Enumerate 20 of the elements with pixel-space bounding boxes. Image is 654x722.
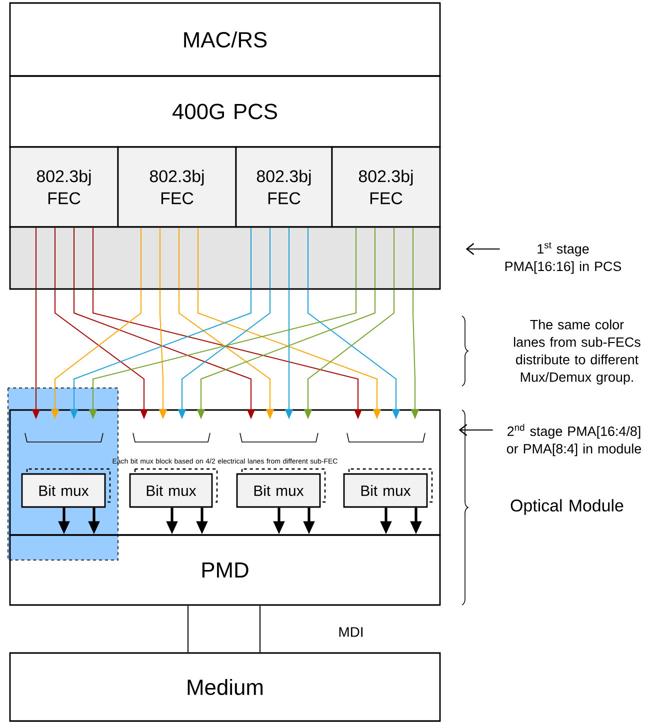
module-label: Optical Module xyxy=(510,499,624,515)
layer-box: PMD xyxy=(9,534,441,606)
interface-label: MDI xyxy=(339,627,362,637)
bit-mux-box: Bit mux xyxy=(236,473,321,508)
note-text: The same color lanes from sub-FECs distribute to different Mux/Demux group. xyxy=(514,320,640,384)
module-box xyxy=(9,409,441,536)
layer-box: Medium xyxy=(9,652,441,722)
fec-box: 802.3bj FEC xyxy=(9,146,119,228)
layer-box: MAC/RS xyxy=(9,2,441,77)
fec-box: 802.3bj FEC xyxy=(331,146,441,228)
fec-box: 802.3bj FEC xyxy=(235,146,333,228)
fec-box: 802.3bj FEC xyxy=(117,146,237,228)
pointer-arrow xyxy=(466,243,500,255)
pointer-arrow xyxy=(458,424,494,436)
stage-note: 1$^{st}$ stage PMA[16:16] in PCS xyxy=(505,242,622,274)
pma-band xyxy=(9,226,441,290)
bit-mux-box: Bit mux xyxy=(343,473,428,508)
stage-note: 2$^{nd}$ stage PMA[16:4/8] or PMA[8:4] in module xyxy=(506,424,642,456)
bit-mux-box: Bit mux xyxy=(129,473,213,508)
bit-mux-box: Bit mux xyxy=(21,473,106,508)
